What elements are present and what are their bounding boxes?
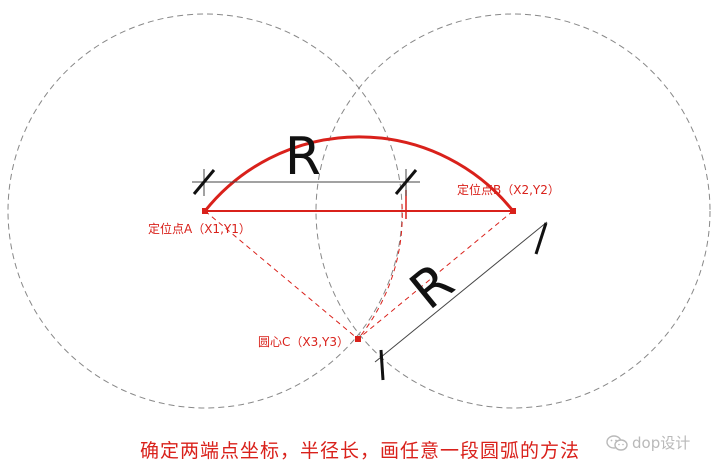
radius-line-b-c (357, 210, 514, 340)
point-a-marker (202, 208, 208, 214)
center-c-label: 圆心C（X3,Y3） (258, 335, 349, 349)
radius-label-top: R (285, 127, 321, 187)
wechat-icon (606, 434, 628, 451)
point-a-label: 定位点A（X1,Y1） (148, 221, 251, 236)
circle-around-b (315, 13, 711, 409)
top-dimension-left-slash (192, 169, 216, 195)
radius-label-diagonal: R (399, 252, 465, 321)
diagonal-dimension-top-slash (534, 222, 548, 255)
diagram-caption: 确定两端点坐标，半径长，画任意一段圆弧的方法 (139, 440, 580, 462)
point-b-label: 定位点B（X2,Y2） (457, 182, 560, 197)
watermark: dop设计 (606, 432, 690, 453)
top-dimension-right-slash (394, 169, 418, 195)
diagonal-radius-dimension (374, 221, 548, 381)
diagonal-dimension-bottom-slash (379, 349, 385, 381)
diagonal-dimension-line (374, 221, 548, 363)
watermark-text: dop设计 (632, 434, 691, 452)
dashed-radius-arc (357, 203, 403, 340)
main-arc (203, 135, 515, 212)
point-b-marker (510, 208, 516, 214)
center-c-marker (355, 336, 361, 342)
top-radius-dimension (192, 169, 420, 196)
radius-line-a-c (204, 210, 359, 340)
